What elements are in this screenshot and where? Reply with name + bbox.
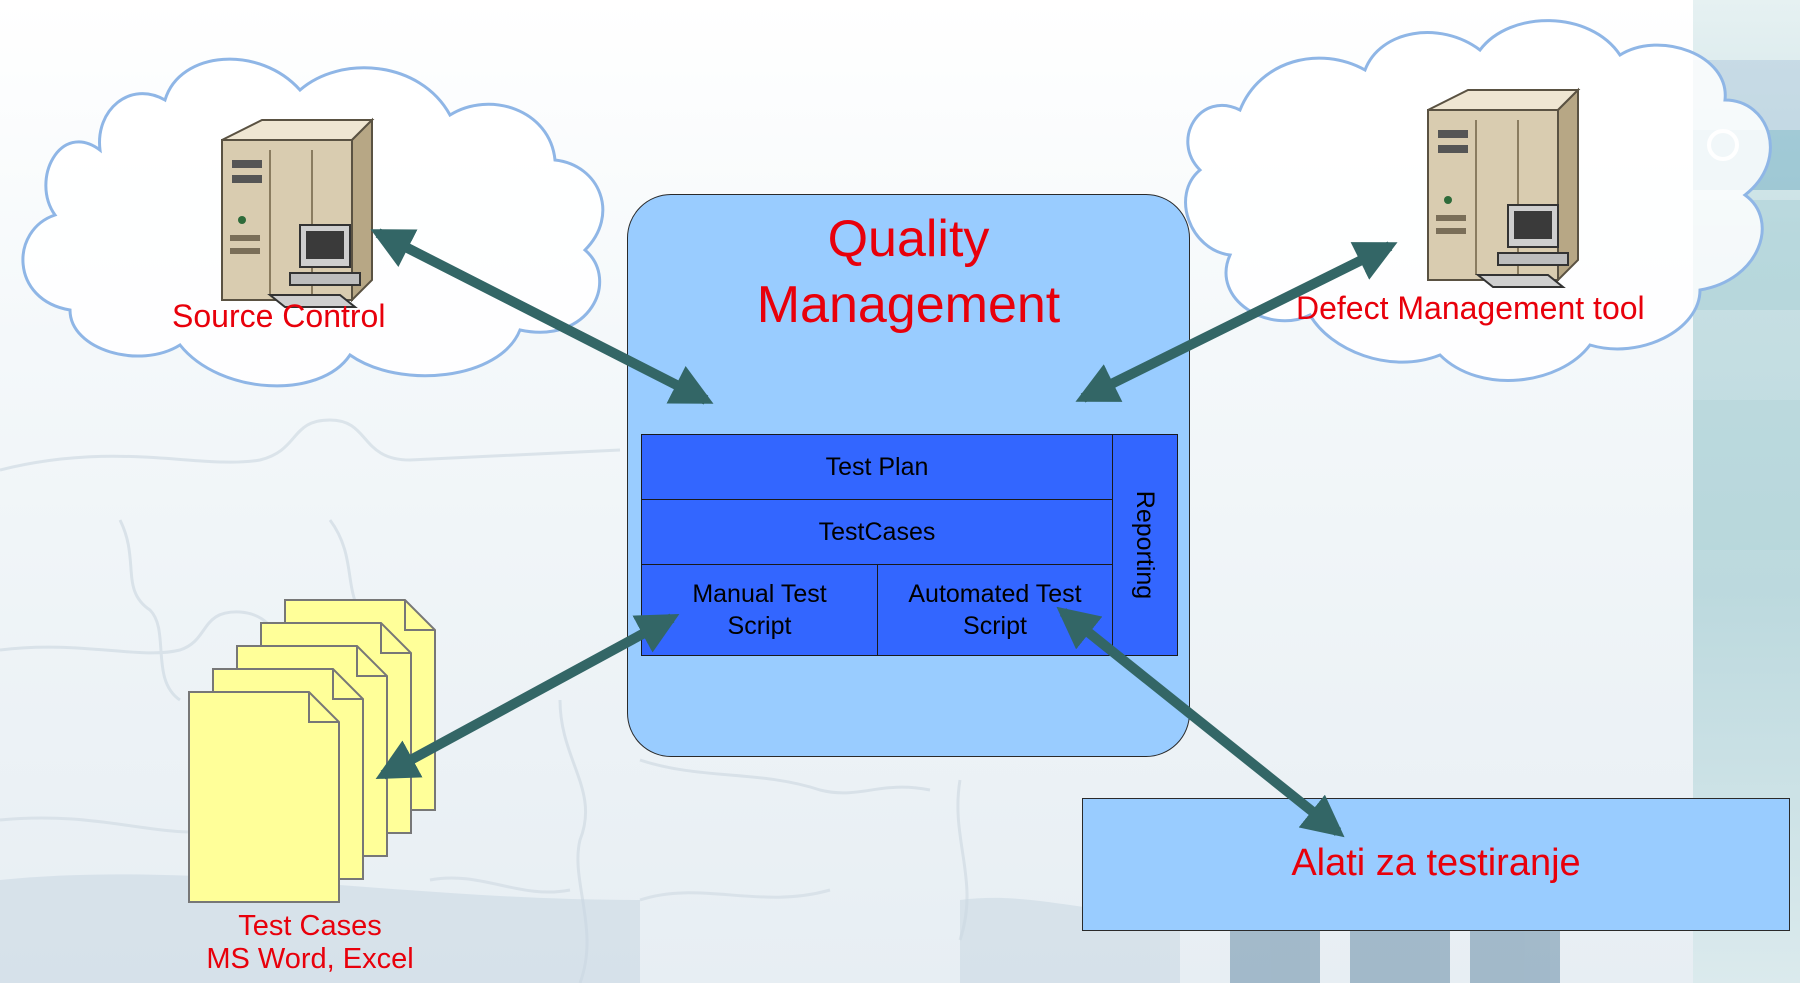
- source-control-label: Source Control: [172, 298, 386, 334]
- arrow-source-control-to-quality: [370, 228, 714, 405]
- quality-management-title: Quality Management: [756, 210, 1061, 334]
- arrow-automated-script-to-tools: [1056, 606, 1345, 838]
- manual-test-script-block: Manual Test Script: [641, 564, 878, 656]
- test-plan-block: Test Plan: [641, 434, 1113, 500]
- arrow-manual-script-to-documents: [375, 613, 680, 780]
- arrow-defect-tool-to-quality: [1075, 241, 1398, 403]
- testing-tools-label: Alati za testiranje: [1291, 842, 1581, 884]
- server-computer-icon: [1427, 87, 1581, 288]
- server-computer-icon: [221, 117, 375, 308]
- test-cases-documents-label: Test Cases MS Word, Excel: [206, 910, 414, 975]
